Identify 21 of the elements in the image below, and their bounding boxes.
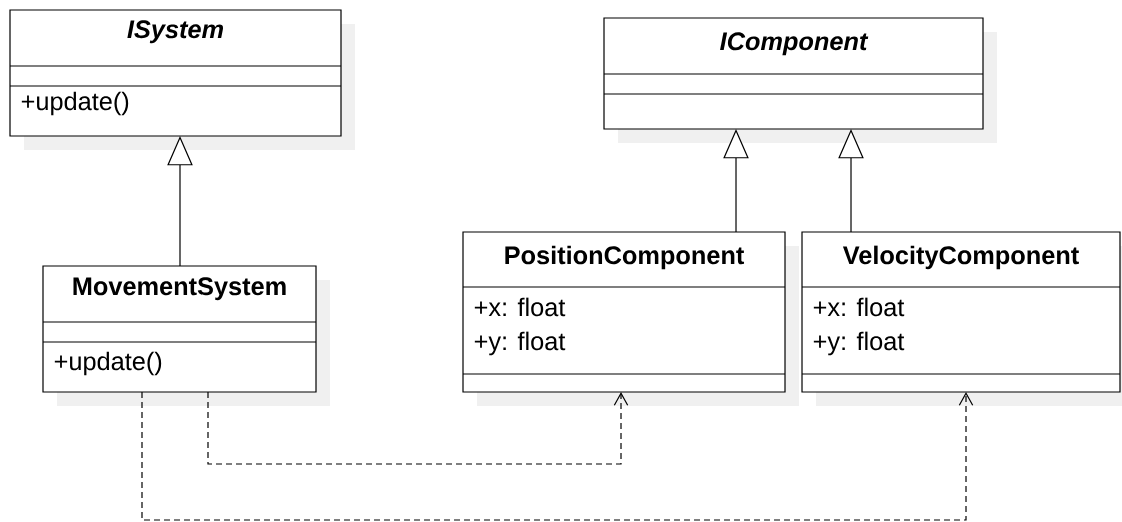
generalization-arrow xyxy=(167,136,193,267)
method-signature: +update() xyxy=(21,91,129,116)
class-name: VelocityComponent xyxy=(842,245,1079,270)
class-name: MovementSystem xyxy=(73,277,286,301)
class-box xyxy=(801,231,1122,406)
generalization-arrow xyxy=(838,129,864,233)
class-name: ISystem xyxy=(127,20,224,44)
attribute: +y: float xyxy=(474,331,566,356)
attribute: +y: float xyxy=(813,331,905,356)
class-box xyxy=(462,231,799,406)
class-box xyxy=(9,9,355,150)
class-name: PositionComponent xyxy=(505,245,745,270)
attribute: +x: float xyxy=(813,297,905,317)
class-box xyxy=(603,17,997,143)
dependency-arrow xyxy=(141,391,974,521)
dependency-arrow xyxy=(207,391,629,465)
method-signature: +update() xyxy=(54,351,162,376)
generalization-arrow xyxy=(723,129,749,233)
attribute: +x: float xyxy=(474,297,566,317)
class-box xyxy=(42,265,330,406)
class-name: IComponent xyxy=(720,32,869,56)
